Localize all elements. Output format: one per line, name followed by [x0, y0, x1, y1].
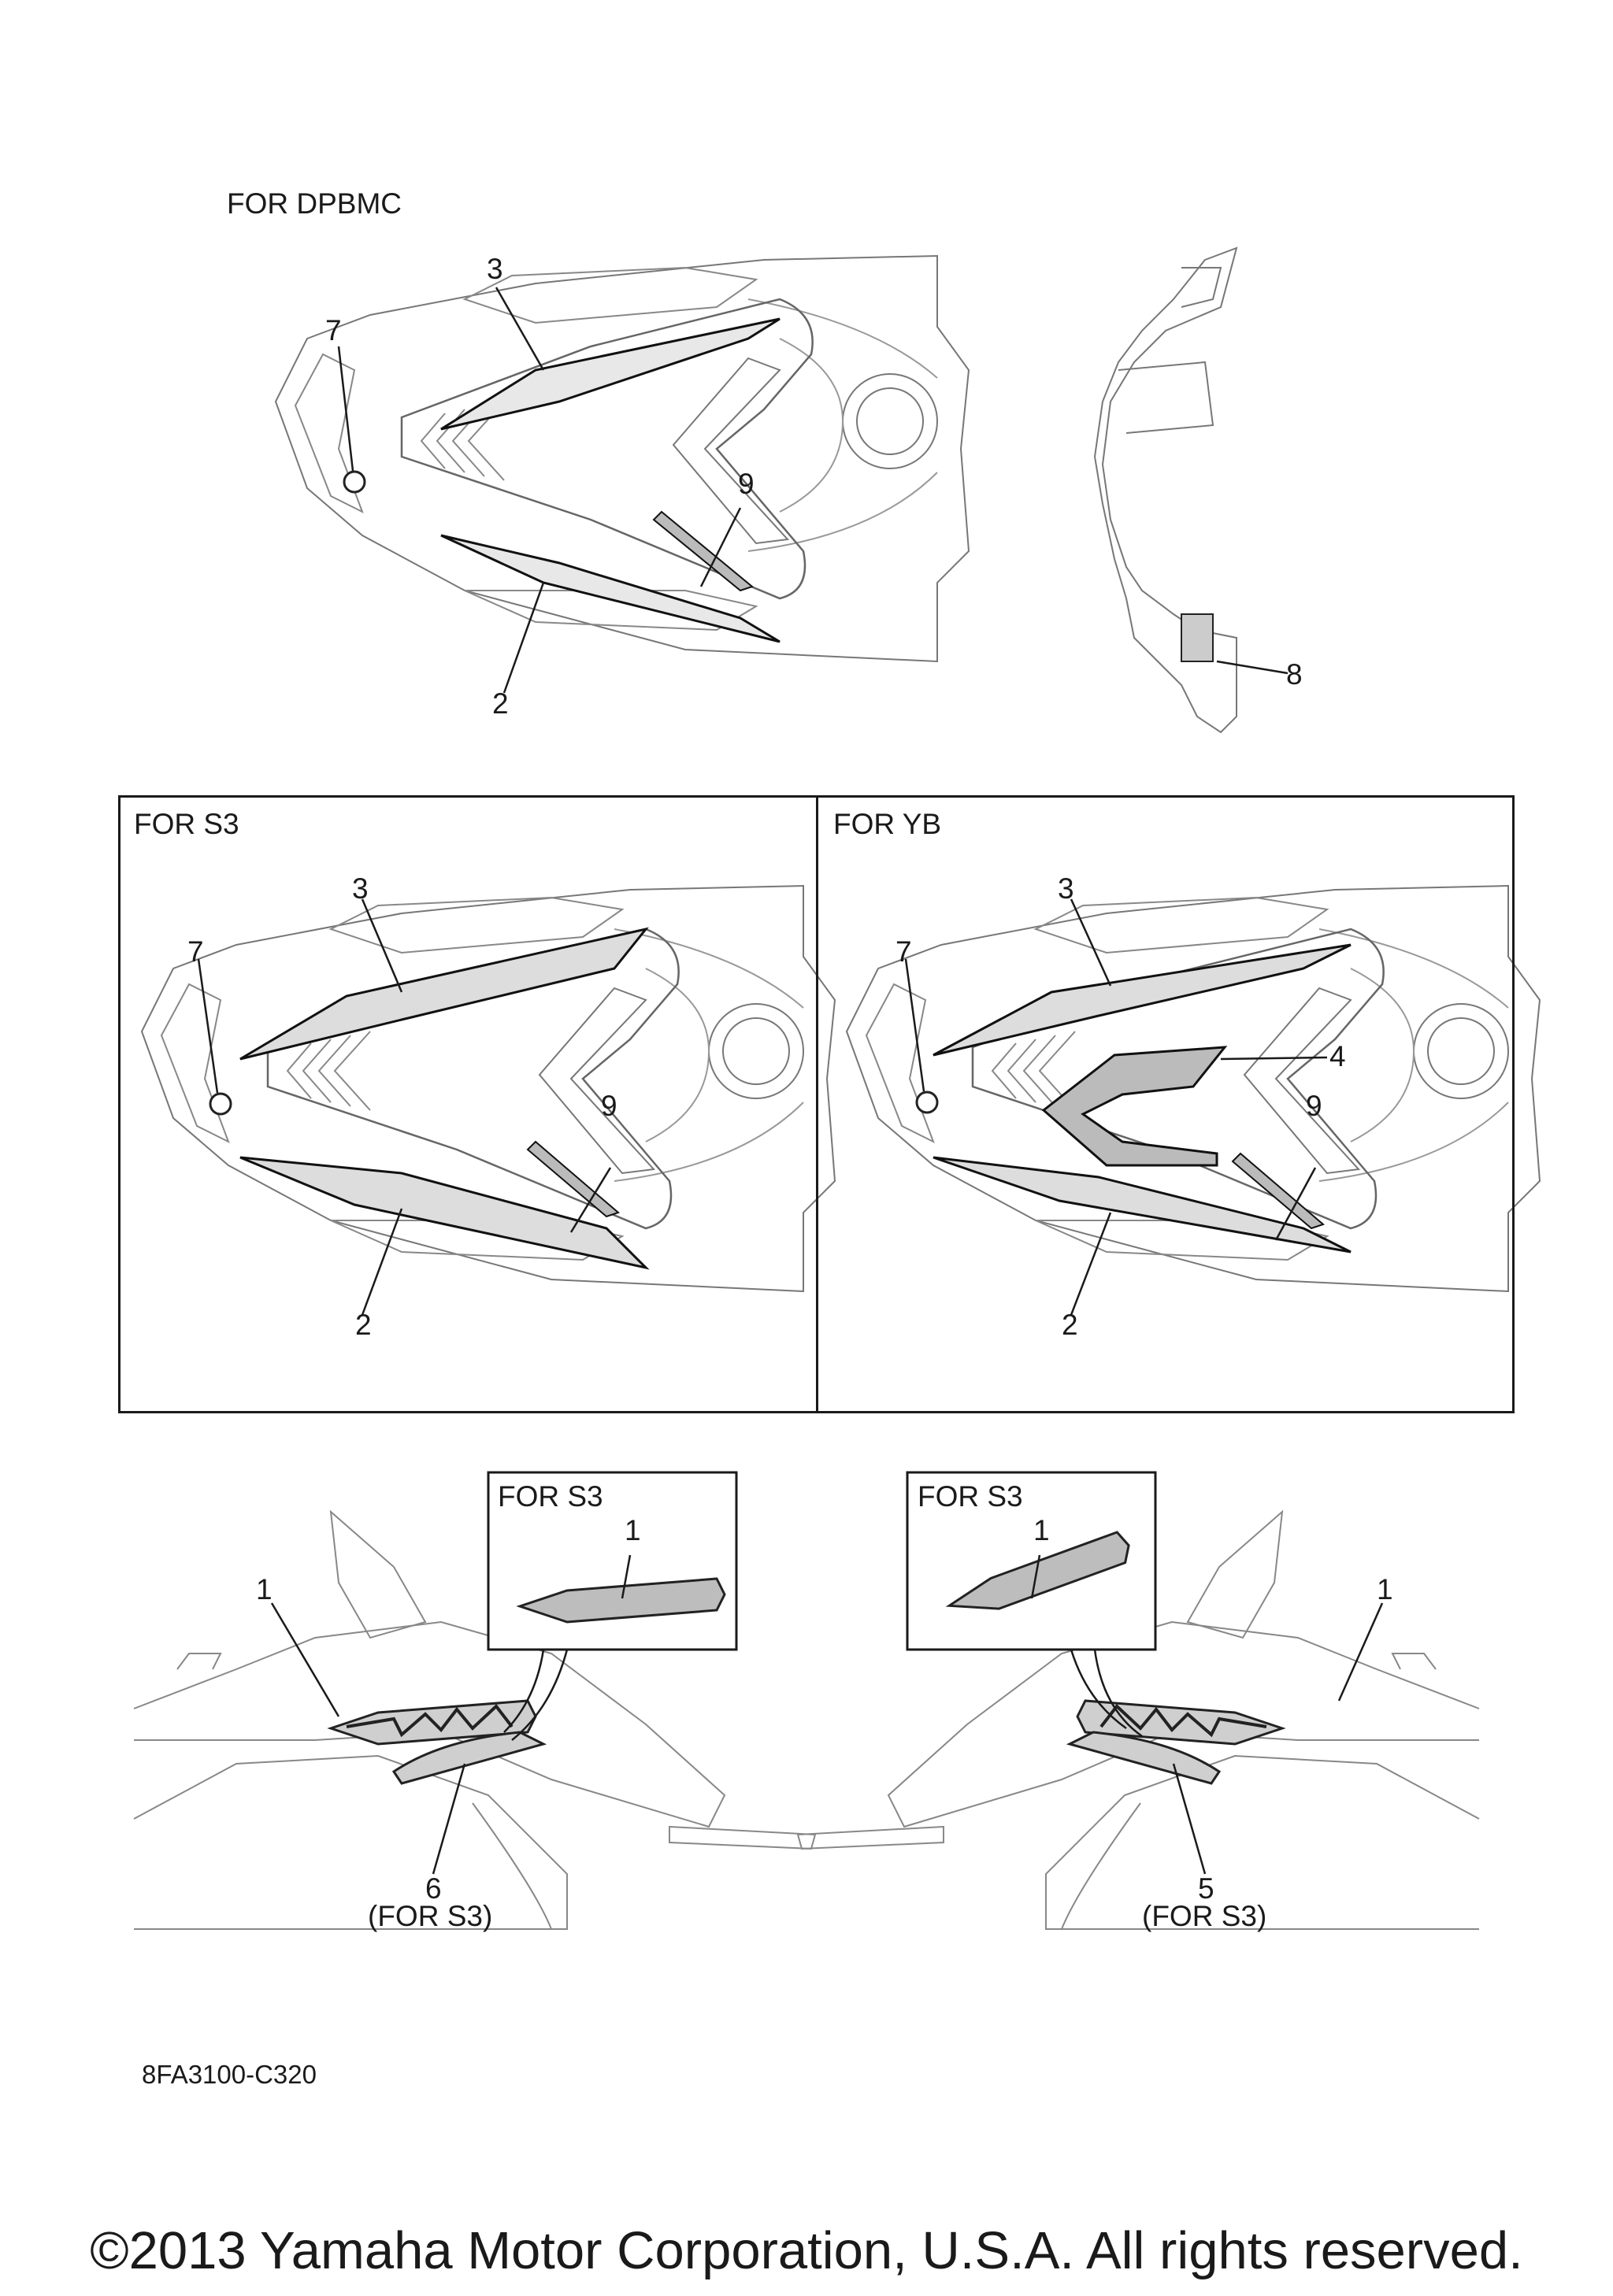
leader-lines [197, 287, 1384, 1875]
bottom-right-inset-callout-1: 1 [1033, 1514, 1050, 1546]
middle-right-callout-4: 4 [1329, 1040, 1346, 1072]
top-front-part [1093, 246, 1238, 734]
middle-left-title: FOR S3 [134, 808, 239, 840]
middle-right-callout-9: 9 [1306, 1090, 1322, 1122]
bottom-left-callout-6: 6 [425, 1872, 442, 1905]
middle-panel-divider [816, 795, 818, 1413]
bottom-right-note: (FOR S3) [1142, 1900, 1267, 1932]
middle-left-callout-3: 3 [352, 872, 369, 905]
middle-right-callout-7: 7 [895, 935, 912, 968]
middle-right-callout-2: 2 [1062, 1309, 1078, 1341]
diagram-code: 8FA3100-C320 [142, 2060, 317, 2089]
middle-right-callout-3: 3 [1058, 872, 1074, 905]
top-callout-7: 7 [325, 314, 342, 346]
bottom-right-inset-title: FOR S3 [918, 1480, 1023, 1513]
middle-left-hood-drawing [140, 884, 836, 1293]
bottom-left-inset-title: FOR S3 [498, 1480, 603, 1513]
bottom-right-side-view [796, 1509, 1480, 1930]
top-callout-3: 3 [487, 253, 503, 285]
middle-left-callout-2: 2 [355, 1309, 372, 1341]
item7-marker-top [343, 470, 366, 494]
bottom-right-callout-1: 1 [1377, 1573, 1393, 1605]
top-section-title: FOR DPBMC [227, 187, 402, 220]
middle-left-callout-9: 9 [601, 1090, 617, 1122]
middle-right-title: FOR YB [833, 808, 942, 840]
bottom-left-inset-box [487, 1471, 738, 1651]
bottom-left-inset-callout-1: 1 [625, 1514, 641, 1546]
top-callout-8: 8 [1286, 658, 1303, 691]
bottom-right-callout-5: 5 [1198, 1872, 1214, 1905]
bottom-left-note: (FOR S3) [368, 1900, 493, 1932]
middle-right-hood-drawing [845, 884, 1541, 1293]
copyright-notice: ©2013 Yamaha Motor Corporation, U.S.A. A… [90, 2221, 1523, 2280]
middle-left-callout-7: 7 [187, 935, 204, 968]
top-callout-2: 2 [492, 687, 509, 720]
top-hood-drawing [274, 254, 970, 663]
top-callout-9: 9 [738, 468, 755, 500]
bottom-left-callout-1: 1 [256, 1573, 273, 1605]
